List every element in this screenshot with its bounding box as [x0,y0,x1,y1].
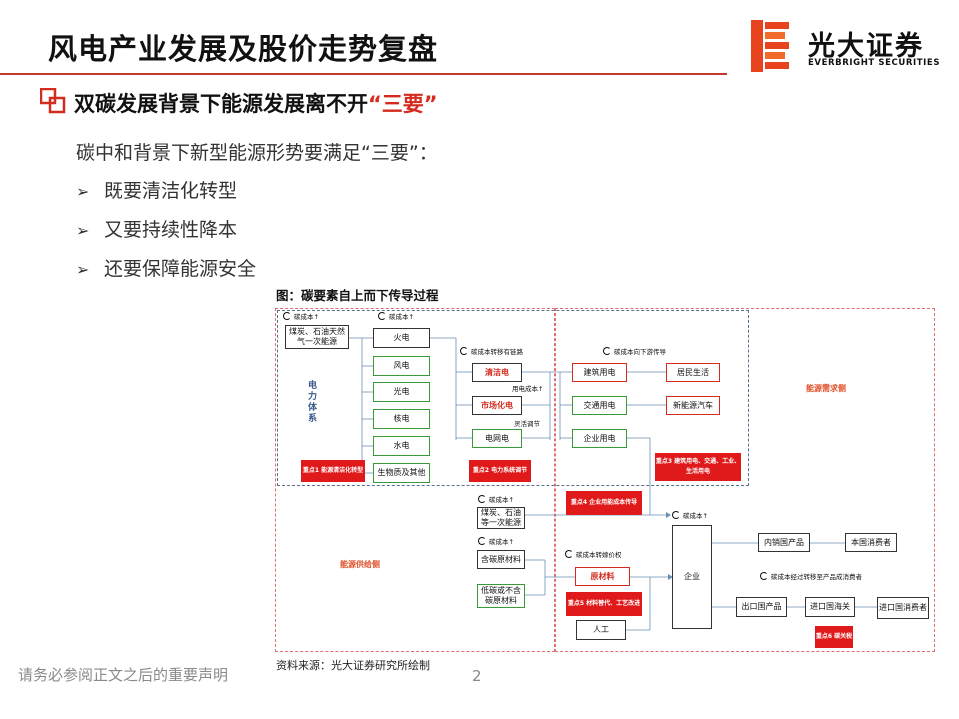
cost-pass-label: 碳成本转嫁价权 [565,549,622,559]
grid-box: 市场化电 [472,396,522,415]
figure-title: 图：碳要素自上而下传导过程 [276,288,439,303]
grid-box: 清洁电 [472,363,522,382]
cost-up-label: 碳成本↑ [478,494,514,504]
product-box: 内销国产品 [758,533,810,552]
power-system-label: 电力体系 [306,380,316,424]
consumer-box: 本国消费者 [845,533,897,552]
power-system-frame [275,308,555,652]
title-divider [0,73,727,75]
section-title-text: 双碳发展背景下能源发展离不开 [74,92,368,116]
use-box: 交通用电 [572,396,627,415]
consumer-box: 进口国消费者 [877,597,929,619]
focus-badge: 重点4 企业用能成本传导 [566,491,642,515]
product-box: 出口国产品 [736,597,787,617]
use-box: 企业用电 [572,429,627,448]
labor-box: 人工 [576,620,626,640]
focus-badge: 重点5 材料替代、工艺改进 [566,592,642,616]
grid-box: 电网电 [472,429,522,448]
focus-badge: 重点2 电力系统调节 [469,460,531,482]
peak-adjust-label: 灵活调节 [514,420,540,428]
power-source-box: 风电 [373,356,430,376]
raw-material-box: 原材料 [575,567,630,586]
intro-text: 碳中和背景下新型能源形势要满足“三要”： [76,142,438,164]
cost-cycle-icon [478,537,486,545]
cost-transfer-label: 碳成本转移有链路 [460,346,523,356]
focus-badge: 重点3 建筑用电、交通、工业、生活用电 [655,453,741,481]
section-title: 双碳发展背景下能源发展离不开“三要” [74,88,438,118]
use-target-box: 居民生活 [666,363,720,382]
figure-source: 资料来源：光大证券研究所绘制 [276,659,430,672]
cost-cycle-icon [565,550,573,558]
cost-cycle-icon [478,495,486,503]
cost-down-label: 碳成本向下游传导 [603,346,666,356]
use-target-box: 新能源汽车 [666,396,720,415]
cost-cycle-icon [603,347,611,355]
section-title-highlight: “三要” [368,92,438,116]
material-box: 低碳或不含碳原材料 [477,584,525,608]
elec-cost-label: 用电成本↑ [512,385,544,393]
bullet-item: ➢还要保障能源安全 [76,258,257,280]
customs-box: 进口国海关 [805,597,855,617]
fuel-top-box: 煤炭、石油天然气一次能源 [285,325,349,349]
focus-badge: 重点1 能源清洁化转型 [301,460,365,482]
demand-frame [555,308,935,652]
cost-cycle-icon [460,347,468,355]
demand-side-label: 能源需求侧 [806,384,846,393]
arrow-bullet-icon: ➢ [76,260,90,279]
everbright-logo-icon [751,20,789,72]
focus-badge: 重点6 碳关税 [815,626,853,648]
material-box: 含碳原材料 [477,550,525,569]
cost-cycle-icon [283,312,291,320]
bullet-item: ➢又要持续性降本 [76,219,238,241]
fuel-mid-box: 煤炭、石油等一次能源 [477,507,525,529]
supply-side-label: 能源供给侧 [340,560,380,569]
section-square-icon [40,88,66,114]
power-source-box: 生物质及其他 [373,463,430,483]
cost-up-label: 碳成本↑ [672,510,708,520]
power-source-box: 核电 [373,409,430,429]
cost-up-label: 碳成本↑ [478,536,514,546]
page-title: 风电产业发展及股价走势复盘 [48,32,439,66]
cost-cycle-icon [760,572,768,580]
arrow-bullet-icon: ➢ [76,182,90,201]
bullet-item: ➢既要清洁化转型 [76,180,238,202]
arrow-bullet-icon: ➢ [76,221,90,240]
power-source-box: 光电 [373,382,430,402]
cost-cycle-icon [378,312,386,320]
page-number: 2 [472,667,482,685]
power-blue-frame [277,310,749,486]
power-source-box: 火电 [373,328,430,348]
use-box: 建筑用电 [572,363,627,382]
cost-up-label: 碳成本↑ [378,311,414,321]
logo-chinese-name: 光大证券 [808,31,924,62]
disclaimer: 请务必参阅正文之后的重要声明 [18,666,229,684]
logo-english-name: EVERBRIGHT SECURITIES [808,58,941,68]
enterprise-box: 企业 [672,525,712,629]
cost-up-label: 碳成本↑ [283,311,319,321]
cost-down2-label: 碳成本经过转移至产品成消费者 [760,571,862,581]
cost-cycle-icon [672,511,680,519]
power-source-box: 水电 [373,436,430,456]
